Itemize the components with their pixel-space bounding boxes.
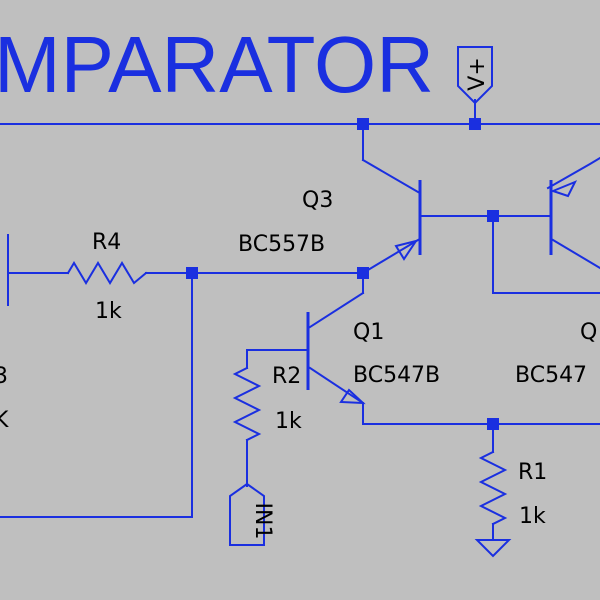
r4-name: R4 [92, 230, 121, 255]
in1-label: IN1 [250, 503, 275, 540]
q3-name: Q3 [302, 188, 333, 213]
junction-dot [487, 418, 499, 430]
r4-value: 1k [95, 299, 122, 324]
r1-name: R1 [518, 460, 547, 485]
top-rail-wire [0, 123, 600, 194]
r2-value: 1k [275, 409, 302, 434]
r4-resistor[interactable]: R4 1k [7, 230, 364, 324]
r3-resistor[interactable]: 3 K [0, 234, 9, 433]
q3-part: BC557B [238, 232, 325, 257]
q1-name: Q1 [353, 320, 384, 345]
in1-input-flag[interactable]: IN1 [229, 482, 275, 546]
r1-value: 1k [519, 504, 546, 529]
junction-dot [487, 210, 499, 222]
r3-value: K [0, 408, 9, 433]
feedback-wire [0, 272, 193, 518]
q1-part: BC547B [353, 363, 440, 388]
r1-resistor[interactable]: R1 1k [478, 423, 547, 541]
q1-transistor[interactable]: Q1 BC547B [306, 272, 600, 425]
r3-name: 3 [0, 364, 8, 389]
vplus-supply-flag[interactable]: V+ [457, 46, 493, 123]
vplus-label: V+ [465, 57, 490, 90]
q2-name: Q [580, 320, 597, 345]
junction-dot [186, 267, 198, 279]
q2-part: BC547 [515, 363, 587, 388]
r2-resistor[interactable]: R2 1k [232, 349, 309, 487]
junction-dot [357, 118, 369, 130]
r2-name: R2 [272, 364, 301, 389]
q2-transistor[interactable]: Q BC547 [492, 180, 600, 388]
junction-dot [469, 118, 481, 130]
q3-transistor[interactable]: Q3 BC557B [238, 180, 494, 275]
schematic-title: MPARATOR [0, 20, 434, 109]
ground-icon [474, 539, 512, 558]
junction-dot [357, 267, 369, 279]
